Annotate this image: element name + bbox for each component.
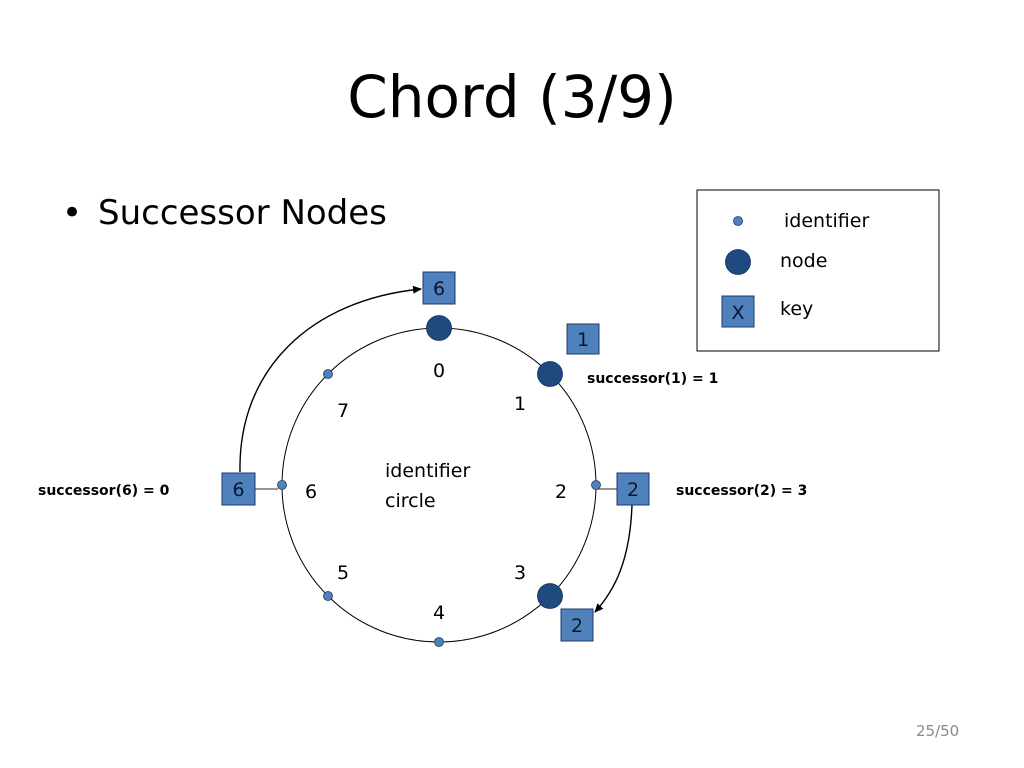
identifier-label-7: 7 bbox=[337, 400, 349, 422]
identifier-label-6: 6 bbox=[305, 481, 317, 503]
key-box-6-moved: 6 bbox=[422, 271, 456, 305]
key-box-6: 6 bbox=[221, 472, 256, 506]
bullet-marker: • bbox=[62, 193, 83, 233]
center-label-line1: identifier bbox=[385, 460, 470, 482]
identifier-dot-4 bbox=[434, 637, 444, 647]
arrow-key6-to-node0 bbox=[239, 285, 422, 473]
caption-successor-6: successor(6) = 0 bbox=[38, 483, 170, 499]
node-1 bbox=[537, 361, 563, 387]
slide-title: Chord (3/9) bbox=[347, 63, 677, 131]
key-box-text: 2 bbox=[571, 615, 583, 637]
bullet-item: • Successor Nodes bbox=[62, 190, 387, 236]
legend-identifier-label: identifier bbox=[784, 210, 869, 232]
identifier-label-5: 5 bbox=[337, 562, 349, 584]
key-box-text: 2 bbox=[627, 479, 639, 501]
key-box-text: 1 bbox=[577, 329, 589, 351]
legend: identifier node X key bbox=[696, 189, 940, 352]
caption-successor-2: successor(2) = 3 bbox=[676, 483, 807, 499]
legend-node-label: node bbox=[780, 250, 827, 272]
key-box-text: 6 bbox=[232, 479, 244, 501]
legend-identifier-icon bbox=[733, 216, 743, 226]
identifier-dot-2 bbox=[591, 480, 601, 490]
legend-node-icon bbox=[725, 249, 751, 275]
bullet-text: Successor Nodes bbox=[98, 193, 387, 233]
identifier-label-4: 4 bbox=[433, 602, 445, 624]
center-label-line2: circle bbox=[385, 490, 436, 512]
key-box-1: 1 bbox=[566, 323, 600, 355]
node-0 bbox=[426, 315, 452, 341]
caption-successor-1: successor(1) = 1 bbox=[587, 371, 718, 387]
identifier-label-3: 3 bbox=[514, 562, 526, 584]
legend-key-label: key bbox=[780, 298, 813, 320]
node-3 bbox=[537, 583, 563, 609]
key-box-2: 2 bbox=[616, 472, 650, 506]
legend-key-box-text: X bbox=[731, 302, 744, 324]
key-box-text: 6 bbox=[433, 278, 445, 300]
identifier-label-2: 2 bbox=[555, 481, 567, 503]
identifier-dot-7 bbox=[323, 369, 333, 379]
identifier-dot-5 bbox=[323, 591, 333, 601]
identifier-dot-6 bbox=[277, 480, 287, 490]
arrow-key2-to-node3 bbox=[594, 504, 633, 613]
identifier-label-1: 1 bbox=[514, 393, 526, 415]
page-number: 25/50 bbox=[916, 722, 960, 740]
identifier-label-0: 0 bbox=[433, 360, 445, 382]
key-box-2-moved: 2 bbox=[560, 608, 594, 642]
legend-key-icon bbox=[721, 295, 755, 328]
